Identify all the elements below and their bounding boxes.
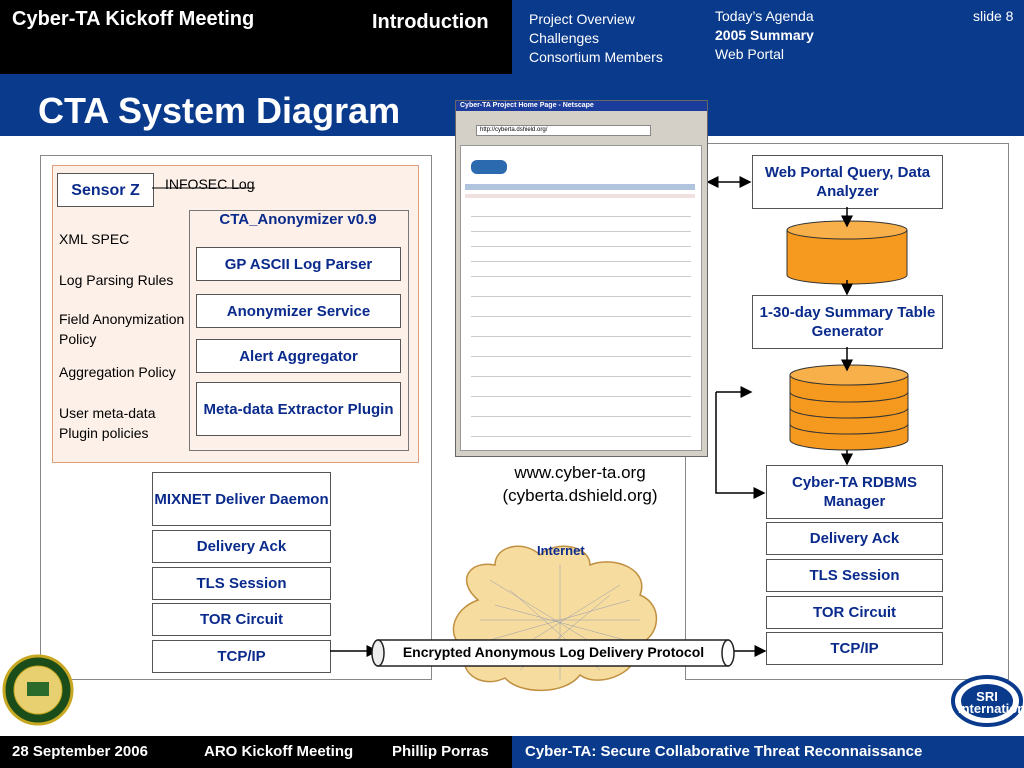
rdbms-manager-box: Cyber-TA RDBMS Manager xyxy=(766,465,943,519)
browser-titlebar xyxy=(456,101,707,111)
site-url[interactable]: www.cyber-ta.org xyxy=(514,463,646,482)
header-left xyxy=(0,0,512,74)
meeting-title: Cyber-TA Kickoff Meeting xyxy=(12,8,255,30)
internet-label: Internet xyxy=(537,543,585,558)
cyberta-site-logo xyxy=(471,160,507,174)
browser-title: Cyber-TA Project Home Page - Netscape xyxy=(460,102,594,109)
header-right xyxy=(512,0,1024,74)
label-user-metadata: User meta-data Plugin policies xyxy=(59,405,156,441)
nav-link-web-portal[interactable]: Web Portal xyxy=(715,46,784,62)
footer-right xyxy=(512,736,1024,768)
left-delivery-ack-box: Delivery Ack xyxy=(152,530,331,563)
nav-column-2: Today’s Agenda 2005 Summary Web Portal xyxy=(715,7,814,64)
summary-generator-box: 1-30-day Summary Table Generator xyxy=(752,295,943,349)
summary-table-database-icon xyxy=(786,220,908,285)
left-seal-logo xyxy=(2,654,74,726)
sensor-z-box: Sensor Z xyxy=(57,173,154,207)
nav-column-1: Project Overview Challenges Consortium M… xyxy=(529,10,663,67)
footer-event: ARO Kickoff Meeting xyxy=(204,743,354,760)
anonymizer-title: CTA_Anonymizer v0.9 xyxy=(219,211,377,228)
protocol-pipe-icon xyxy=(371,639,735,667)
left-tcpip-box: TCP/IP xyxy=(152,640,331,673)
right-tor-circuit-box: TOR Circuit xyxy=(766,596,943,629)
slide-title: CTA System Diagram xyxy=(38,90,401,131)
nav-link-consortium[interactable]: Consortium Members xyxy=(529,49,663,65)
footer-date: 28 September 2006 xyxy=(12,743,148,760)
label-field-anonymization: Field Anonymization Policy xyxy=(59,311,185,347)
nav-link-summary[interactable]: 2005 Summary xyxy=(715,27,814,43)
left-tls-session-box: TLS Session xyxy=(152,567,331,600)
protocol-label: Encrypted Anonymous Log Delivery Protoco… xyxy=(402,644,705,660)
mixnet-box: MIXNET Deliver Daemon xyxy=(152,472,331,526)
alert-aggregator-box: Alert Aggregator xyxy=(196,339,401,373)
right-delivery-ack-box: Delivery Ack xyxy=(766,522,943,555)
footer-presenter: Phillip Porras xyxy=(392,743,489,760)
footer-left xyxy=(0,736,512,768)
browser-url-field[interactable]: http://cyberta.dshield.org/ xyxy=(476,125,651,136)
label-log-parsing: Log Parsing Rules xyxy=(59,272,174,288)
right-tcpip-box: TCP/IP xyxy=(766,632,943,665)
right-tls-session-box: TLS Session xyxy=(766,559,943,592)
nav-link-agenda[interactable]: Today’s Agenda xyxy=(715,8,814,24)
metadata-extractor-box: Meta-data Extractor Plugin xyxy=(196,382,401,436)
section-title: Introduction xyxy=(372,11,489,33)
slide-number: slide 8 xyxy=(973,8,1014,24)
arrow-portal-to-rdbms xyxy=(715,392,766,499)
browser-window: Cyber-TA Project Home Page - Netscape ht… xyxy=(455,100,708,457)
rdbms-database-icon xyxy=(789,364,909,451)
sri-logo-text: SRI International xyxy=(958,689,1024,716)
sri-international-logo xyxy=(951,675,1023,727)
label-aggregation: Aggregation Policy xyxy=(59,364,176,380)
browser-page xyxy=(460,145,702,451)
site-url-caption: www.cyber-ta.org (cyberta.dshield.org) xyxy=(455,461,705,507)
anonymizer-service-box: Anonymizer Service xyxy=(196,294,401,328)
footer-project: Cyber-TA: Secure Collaborative Threat Re… xyxy=(525,743,923,760)
ascii-log-parser-box: GP ASCII Log Parser xyxy=(196,247,401,281)
nav-link-challenges[interactable]: Challenges xyxy=(529,30,600,46)
site-alt-url[interactable]: (cyberta.dshield.org) xyxy=(502,486,658,505)
left-tor-circuit-box: TOR Circuit xyxy=(152,603,331,636)
nav-link-project-overview[interactable]: Project Overview xyxy=(529,11,635,27)
label-xml-spec: XML SPEC xyxy=(59,231,130,247)
internet-cloud-icon xyxy=(452,545,657,692)
